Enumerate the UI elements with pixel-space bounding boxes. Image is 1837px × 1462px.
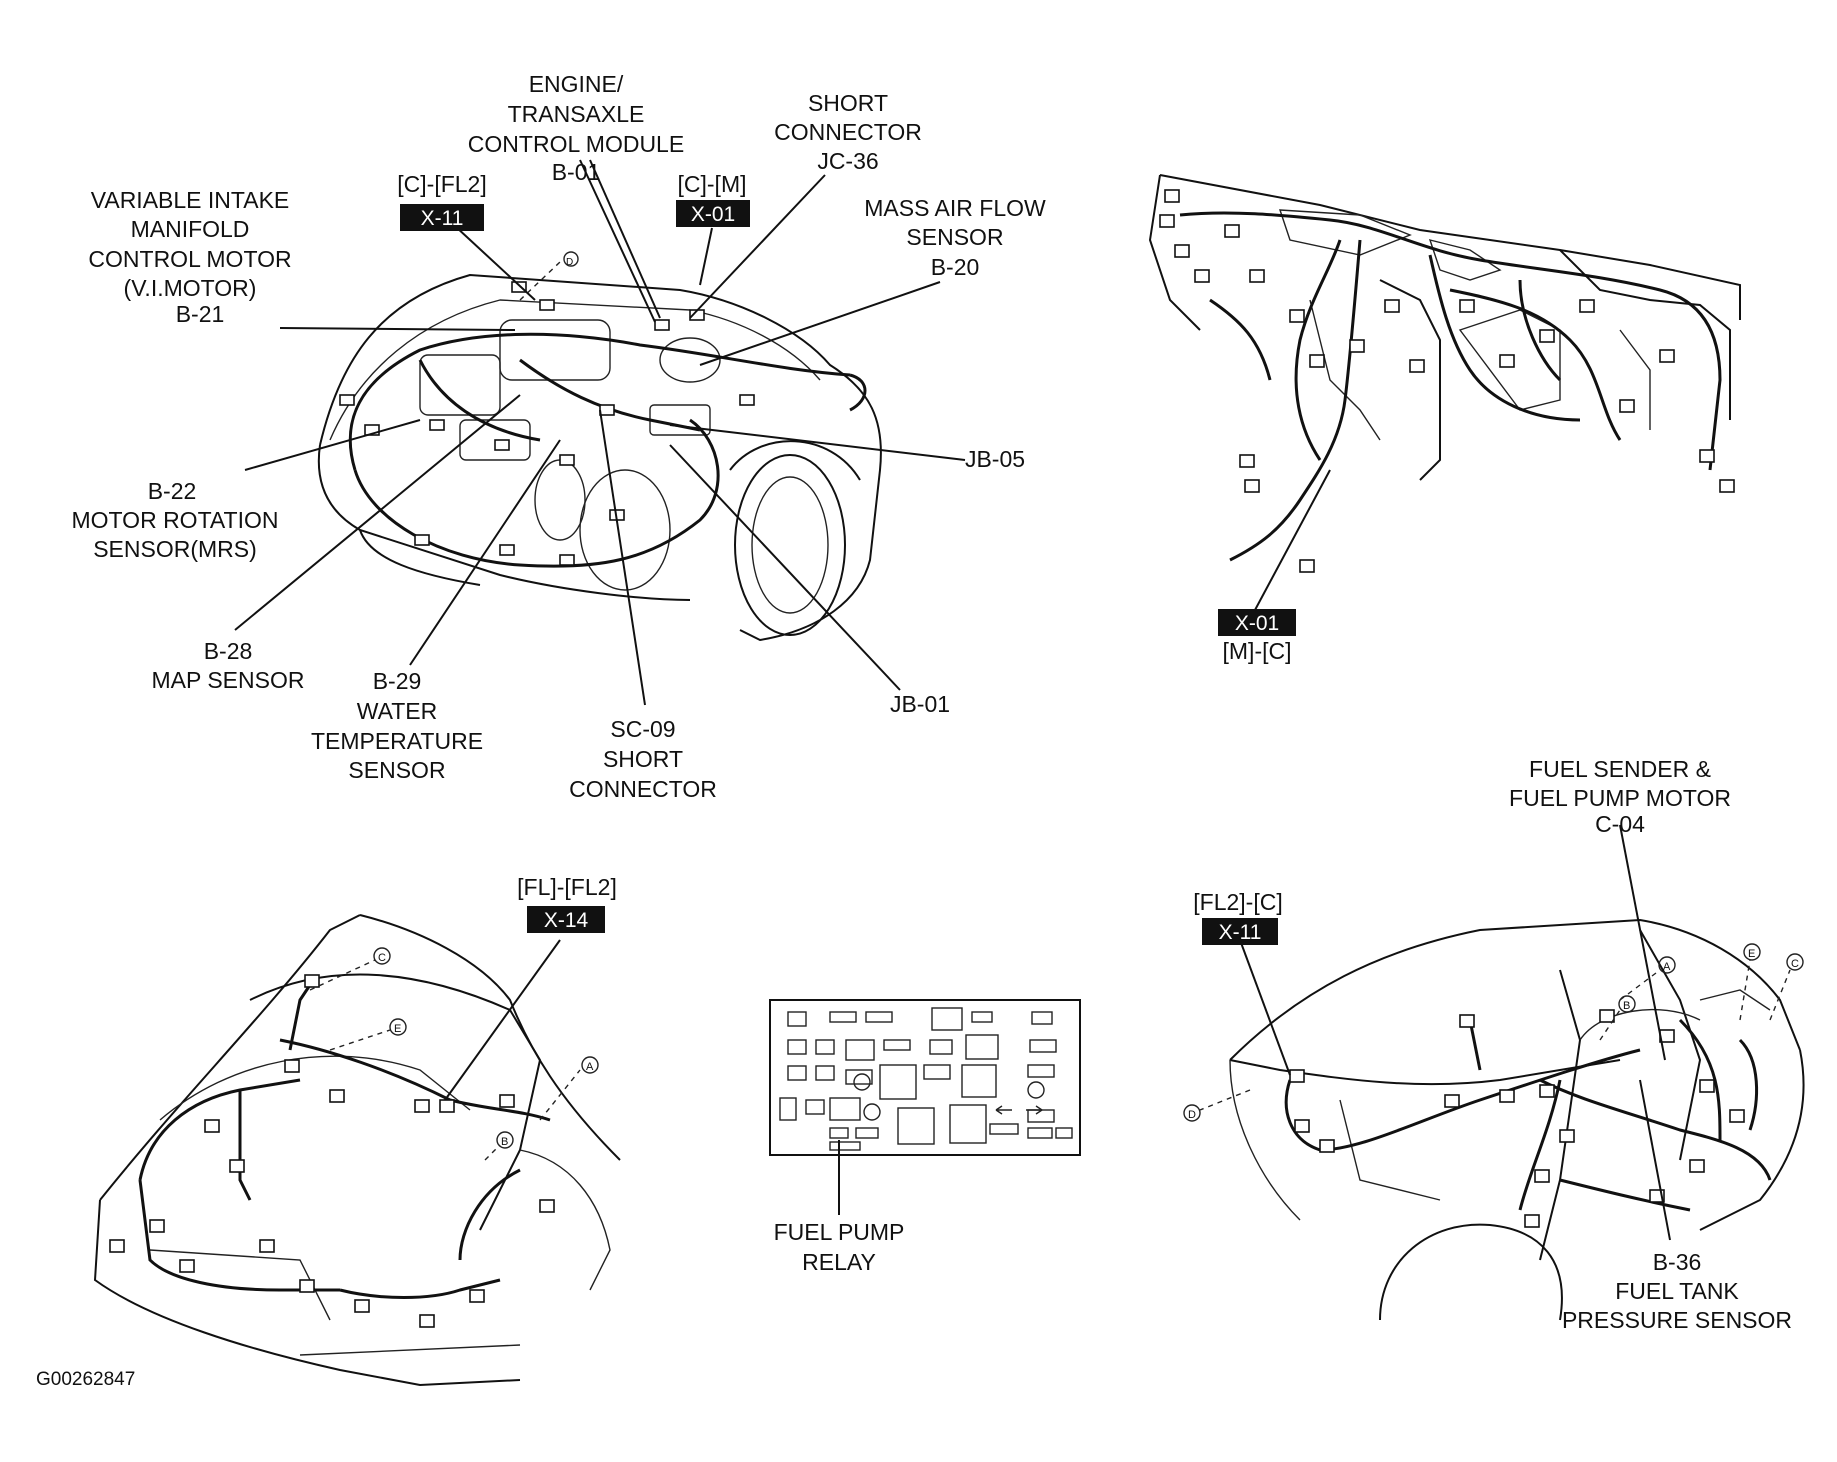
x01-dash-tag-text: X-01 [1235,612,1279,635]
marker-d-rear-label: D [1188,1109,1196,1121]
jb01-label: JB-01 [890,691,950,717]
jc36-label-1: SHORT [808,90,888,116]
b36-label-3: PRESSURE SENSOR [1562,1307,1792,1333]
maf-label-3: B-20 [931,254,980,280]
b36-leader [1639,1079,1671,1241]
b36-label-1: B-36 [1653,1249,1702,1275]
marker-a-trunk-label: A [586,1061,594,1073]
fuel-relay-label-1: FUEL PUMP [774,1219,905,1245]
map-label-1: B-28 [204,638,253,664]
fuel-sender-label-2: FUEL PUMP MOTOR [1509,785,1731,811]
jc36-label-2: CONNECTOR [774,119,922,145]
marker-d-rear [1183,1104,1201,1122]
x14-tag-text: X-14 [544,909,589,932]
water-label-1: B-29 [373,668,422,694]
ecm-label-4: B-01 [552,159,601,185]
marker-b-rear [1618,995,1636,1013]
marker-d-engine-label: D [566,257,573,268]
water-label-2: WATER [357,698,438,724]
water-label-3: TEMPERATURE [311,728,483,754]
marker-d-engine [563,251,579,267]
c04-leader [1619,824,1666,1061]
marker-a-trunk [581,1056,599,1074]
mrs-label-3: SENSOR(MRS) [93,536,257,562]
marker-e-trunk-label: E [394,1023,401,1035]
engine-leader-lines [234,159,966,706]
ecm-label-3: CONTROL MODULE [468,131,684,157]
engine-labels: ENGINE/ TRANSAXLE CONTROL MODULE B-01 SH… [72,71,1047,802]
jb05-label: JB-05 [965,446,1025,472]
marker-b-trunk [496,1131,514,1149]
x01-dash-leader [1254,469,1331,611]
marker-e-rear-label: E [1748,948,1755,960]
figure-code: G00262847 [36,1369,135,1390]
jc36-label-3: JC-36 [817,148,878,174]
flfl2-label: [FL]-[FL2] [517,874,617,900]
x11-rear-tag-text: X-11 [1219,921,1262,944]
x01-engine-tag [676,200,750,227]
rear-body-drawing [1199,918,1805,1321]
relay-box-drawing [769,999,1081,1156]
sc09-label-2: SHORT [603,746,683,772]
cfl2-label: [C]-[FL2] [397,171,486,197]
marker-e-trunk [389,1018,407,1036]
trunk-drawing [93,914,621,1387]
dashboard-drawing [1148,174,1741,573]
mrs-label-1: B-22 [148,478,197,504]
fuel-relay-label-2: RELAY [802,1249,876,1275]
marker-a-rear-label: A [1663,961,1671,973]
x11-engine-tag [400,204,484,231]
sc09-label-1: SC-09 [610,716,675,742]
vim-label-2: MANIFOLD [131,216,250,242]
vim-label-1: VARIABLE INTAKE [91,187,290,213]
marker-c-trunk-label: C [378,952,386,964]
x11-engine-tag-text: X-11 [421,207,464,230]
x14-leader [444,939,561,1101]
marker-b-trunk-label: B [501,1136,508,1148]
marker-c-rear-label: C [1791,958,1799,970]
fl2c-label: [FL2]-[C] [1193,889,1282,915]
vim-label-4: (V.I.MOTOR) [124,275,257,301]
x01-engine-tag-text: X-01 [691,203,735,226]
x14-tag [527,906,605,933]
mrs-label-2: MOTOR ROTATION [72,507,279,533]
fuel-sender-label-3: C-04 [1595,811,1645,837]
ecm-label-1: ENGINE/ [529,71,624,97]
b36-label-2: FUEL TANK [1615,1278,1739,1304]
marker-c-trunk [373,947,391,965]
x11-rear-leader [1239,939,1291,1076]
fuel-sender-label-1: FUEL SENDER & [1529,756,1711,782]
mc-label: [M]-[C] [1223,638,1292,664]
x11-rear-tag [1202,918,1278,945]
marker-e-rear [1743,943,1761,961]
map-label-2: MAP SENSOR [152,667,305,693]
maf-label-1: MASS AIR FLOW [864,195,1046,221]
ecm-label-2: TRANSAXLE [508,101,645,127]
marker-c-rear [1786,953,1804,971]
vim-label-5: B-21 [176,301,225,327]
maf-label-2: SENSOR [906,224,1003,250]
engine-bay-drawing [317,261,882,642]
marker-a-rear [1658,956,1676,974]
marker-b-rear-label: B [1623,1000,1630,1012]
x01-dash-tag [1218,609,1296,636]
sc09-label-3: CONNECTOR [569,776,717,802]
cm-label: [C]-[M] [678,171,747,197]
water-label-4: SENSOR [348,757,445,783]
vim-label-3: CONTROL MOTOR [88,246,291,272]
